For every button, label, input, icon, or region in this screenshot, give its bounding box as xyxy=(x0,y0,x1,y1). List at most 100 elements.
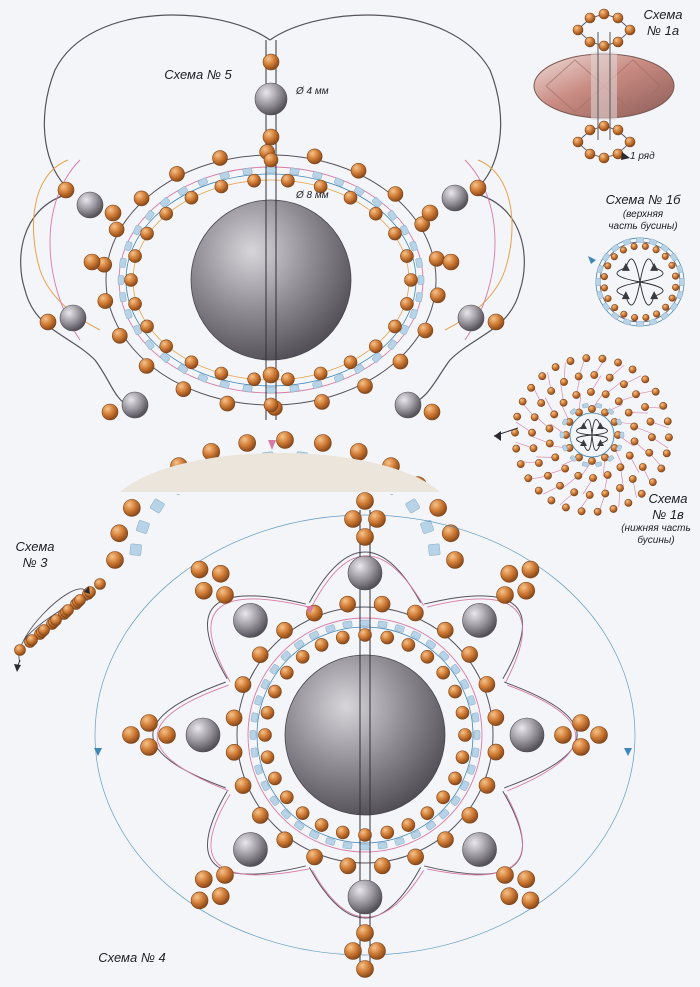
orange-bead xyxy=(461,806,479,824)
petal-thread-pink xyxy=(507,684,577,792)
seed-bead xyxy=(616,418,622,426)
seed-bead xyxy=(266,166,276,174)
gray-bead xyxy=(441,184,469,212)
seed-bead xyxy=(670,302,678,311)
seed-bead xyxy=(611,312,620,320)
seed-bead xyxy=(415,292,423,303)
orange-bead xyxy=(588,457,596,465)
orange-bead xyxy=(83,253,101,271)
center-8mm-bead xyxy=(190,199,352,361)
orange-bead xyxy=(641,242,649,250)
orange-bead xyxy=(575,408,583,417)
bottom-cut xyxy=(0,492,700,494)
orange-bead xyxy=(512,444,521,453)
orange-bead xyxy=(159,206,174,221)
orange-bead xyxy=(517,870,536,889)
thread-strip xyxy=(591,52,617,120)
orange-bead xyxy=(648,433,656,442)
orange-bead xyxy=(561,464,570,473)
petal-thread xyxy=(308,867,422,919)
orange-bead xyxy=(648,478,657,487)
seed-bead xyxy=(676,291,684,299)
orange-bead xyxy=(260,750,275,765)
orange-bead xyxy=(659,401,668,410)
seed-bead xyxy=(136,520,150,534)
orange-bead xyxy=(570,488,579,497)
orange-bead xyxy=(184,355,199,370)
gray-bead xyxy=(457,304,485,332)
orange-bead xyxy=(598,40,610,52)
seed-bead xyxy=(425,820,436,831)
scheme-1b-title: Схема № 1б xyxy=(605,192,681,207)
seed-bead xyxy=(266,386,276,394)
seed-bead xyxy=(467,695,476,706)
seed-bead xyxy=(354,186,365,196)
orange-bead xyxy=(631,314,639,322)
orange-bead xyxy=(219,395,236,412)
orange-bead xyxy=(101,403,119,421)
orange-bead xyxy=(529,444,538,453)
ring-thread-pink xyxy=(247,617,483,853)
orange-bead xyxy=(604,262,612,270)
orange-bead xyxy=(429,499,447,517)
orange-bead xyxy=(140,738,158,756)
orange-bead xyxy=(263,397,279,413)
seed-bead xyxy=(471,712,480,723)
orange-bead xyxy=(632,390,640,399)
orange-bead xyxy=(521,891,540,910)
orange-bead xyxy=(590,726,608,744)
orange-bead xyxy=(414,216,430,232)
seed-bead xyxy=(425,639,436,650)
gray-bead xyxy=(347,879,383,915)
orange-bead xyxy=(407,604,424,622)
orange-bead xyxy=(538,372,547,381)
orange-bead xyxy=(612,12,624,24)
seed-bead xyxy=(132,324,142,336)
petal-thread-pink xyxy=(210,793,309,876)
orange-bead xyxy=(609,505,618,513)
seed-bead xyxy=(254,695,263,706)
row-1-label: 1 ряд xyxy=(630,151,655,162)
orange-bead xyxy=(572,24,584,36)
orange-bead xyxy=(534,486,543,495)
ring-thread-blue xyxy=(256,626,474,844)
orange-bead xyxy=(610,253,618,261)
orange-bead xyxy=(572,714,590,732)
orange-bead xyxy=(169,166,185,182)
seed-bead xyxy=(312,171,323,180)
seed-bead xyxy=(333,373,345,383)
seed-bead xyxy=(325,624,336,633)
seed-bead xyxy=(410,830,421,840)
seed-bead xyxy=(342,620,353,629)
orange-bead xyxy=(436,665,450,680)
orange-bead xyxy=(530,413,539,422)
orange-bead xyxy=(260,705,275,720)
orange-bead xyxy=(598,120,610,132)
seed-bead xyxy=(377,841,388,850)
seed-bead xyxy=(596,291,604,299)
orange-bead xyxy=(94,578,106,590)
bottom-bead-surface xyxy=(120,453,440,492)
seed-bead xyxy=(124,240,133,252)
seed-bead xyxy=(280,650,291,661)
orange-bead xyxy=(262,366,280,384)
orange-bead xyxy=(574,471,583,480)
orange-bead xyxy=(668,261,676,269)
orange-bead xyxy=(356,492,374,510)
orange-bead xyxy=(124,273,138,287)
triangle-bead xyxy=(580,422,588,430)
orange-bead xyxy=(645,448,654,457)
orange-bead xyxy=(387,186,404,202)
orange-bead xyxy=(551,453,560,462)
orange-bead xyxy=(572,136,584,148)
diameter-4mm-label: Ø 4 мм xyxy=(296,86,329,97)
orange-bead xyxy=(642,314,650,322)
seed-bead xyxy=(309,630,320,640)
seed-bead xyxy=(623,238,631,246)
orange-bead xyxy=(442,253,460,271)
orange-bead xyxy=(314,638,329,652)
orange-bead xyxy=(478,777,496,794)
orange-bead xyxy=(280,665,294,680)
orange-bead xyxy=(420,806,435,820)
orange-bead xyxy=(545,439,554,448)
